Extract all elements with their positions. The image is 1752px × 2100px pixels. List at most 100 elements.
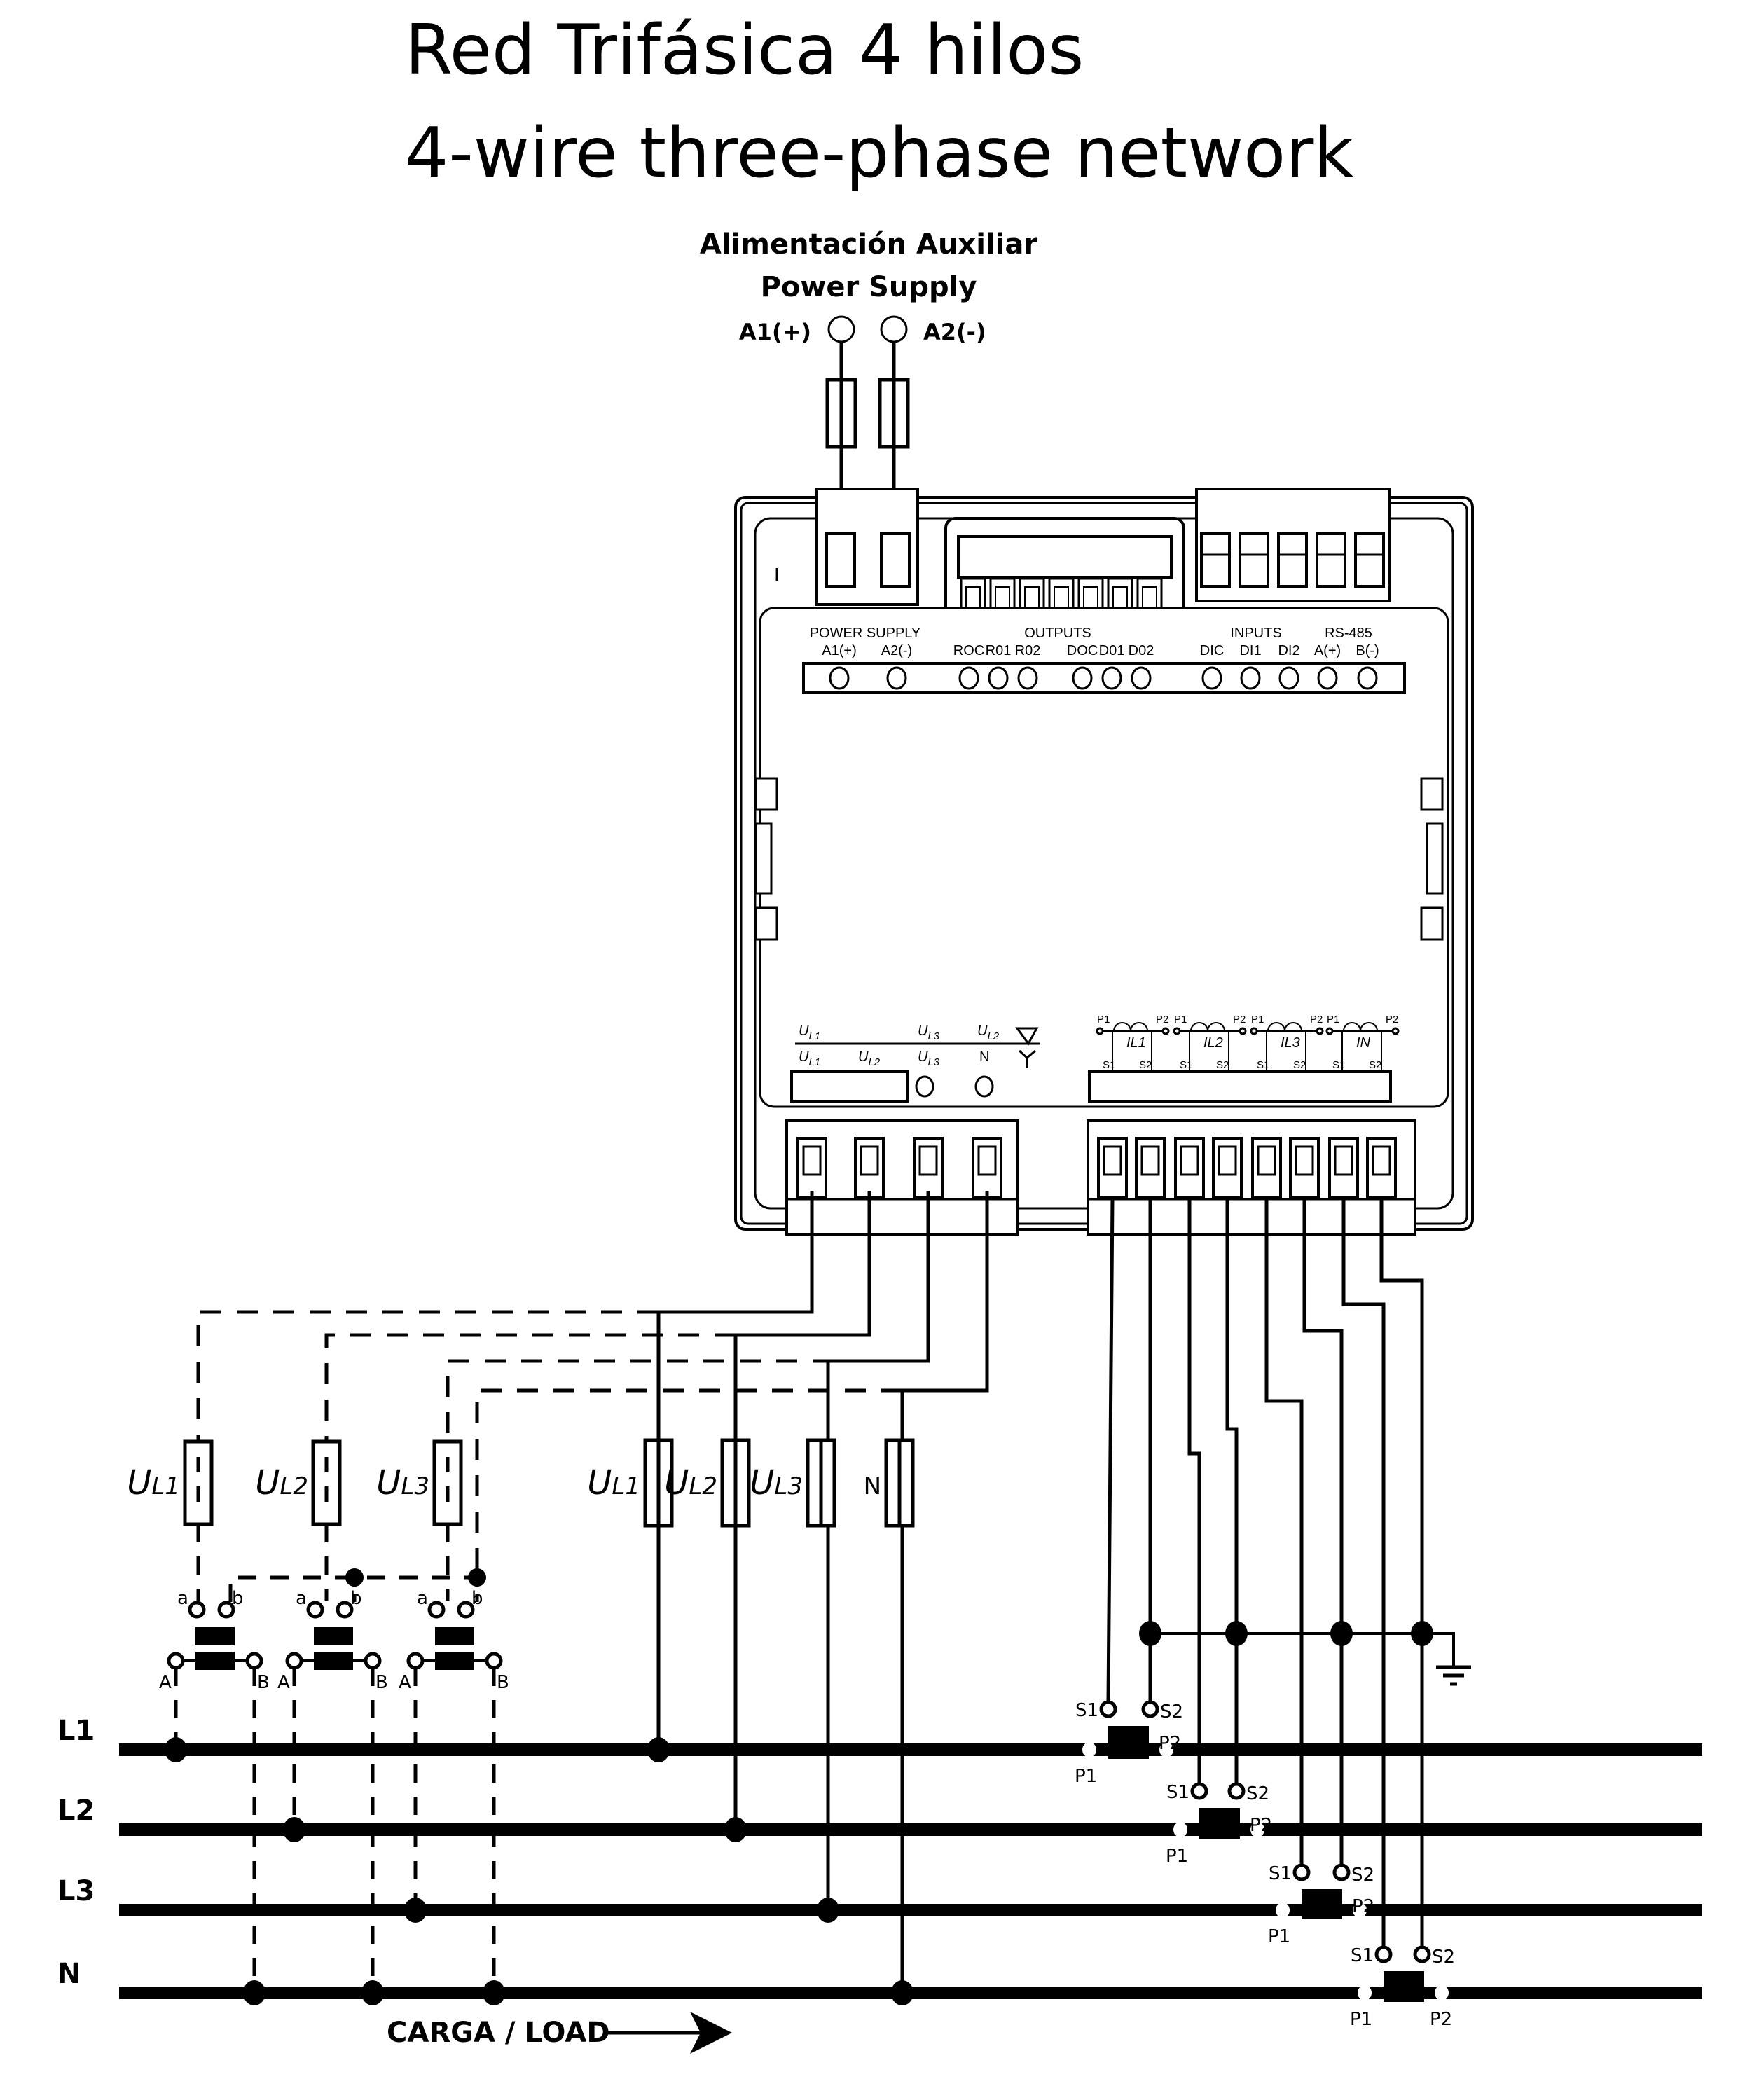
vt-label-pri-b: B	[375, 1672, 388, 1693]
top-terminal-screw	[1072, 666, 1093, 690]
star-label-main: U	[918, 1049, 928, 1065]
top-terminal-screw	[988, 666, 1009, 690]
ct-p2-terminal	[1353, 1902, 1367, 1918]
ct-p2-label: P2	[1156, 1014, 1168, 1025]
ct-channel-label: IL1	[1126, 1035, 1146, 1051]
ct-p2-label: P2	[1386, 1014, 1398, 1025]
voltage-transformers: UL1abABUL2abABUL3abAB	[127, 1439, 509, 1993]
top-terminal-label: D02	[1129, 643, 1154, 658]
top-group-label: INPUTS	[1230, 626, 1281, 641]
ct-coil-icon	[1190, 1022, 1225, 1032]
ct-core-bottom	[1302, 1901, 1342, 1919]
ct-s1-label: S1	[1075, 1700, 1098, 1721]
vt-terminal-pri-a	[285, 1652, 303, 1670]
ct-s2-terminal	[1332, 1863, 1351, 1881]
ct-p2-terminal	[1435, 1985, 1449, 2001]
vt-terminal-pri-b	[245, 1652, 263, 1670]
top-terminal-screw	[1240, 666, 1261, 690]
fuse-direct-label: N	[864, 1472, 881, 1500]
top-terminal-screw	[1201, 666, 1222, 690]
ct-p2-terminal	[1239, 1027, 1247, 1035]
current-wiring	[1106, 1197, 1471, 1946]
ground-junction-dot	[1225, 1621, 1248, 1646]
voltage-terminal-strip	[790, 1070, 909, 1103]
top-terminal-label: A1(+)	[822, 643, 856, 658]
ct-s1-terminal	[1190, 1782, 1208, 1800]
star-label-main: U	[858, 1049, 869, 1065]
current-pin-inner	[1103, 1145, 1122, 1176]
ct-p1-terminal	[1173, 1027, 1181, 1035]
ct-p2-label: P2	[1352, 1896, 1374, 1917]
ct-s1-terminal	[1374, 1945, 1393, 1963]
terminal-a2-icon	[880, 315, 908, 343]
device-side-mark: I	[774, 565, 780, 586]
ct-s2-label: S2	[1216, 1059, 1229, 1071]
top-terminal-screw	[1017, 666, 1038, 690]
ct-p2-label: P2	[1310, 1014, 1323, 1025]
top-terminal-screw	[1317, 666, 1338, 690]
fuse-vt-label: UL3	[376, 1463, 429, 1503]
top-group-label: RS-485	[1325, 626, 1372, 641]
bus-junction-dot	[283, 1817, 305, 1842]
title-line-1: Red Trifásica 4 hilos	[405, 11, 1084, 90]
ct-channel-label: IL3	[1281, 1035, 1300, 1051]
ct-p1-label: P1	[1166, 1846, 1188, 1867]
junction-dot	[468, 1568, 486, 1587]
input-pin	[1354, 532, 1385, 588]
ct-p1-label: P1	[1268, 1926, 1290, 1947]
title-line-2: 4-wire three-phase network	[405, 113, 1353, 193]
input-pin	[1239, 532, 1269, 588]
fuse-direct-label-main: U	[664, 1463, 689, 1503]
delta-label: UL2	[977, 1023, 1000, 1042]
bus-junction-dot	[243, 1980, 265, 2005]
top-terminal-label: DI2	[1278, 643, 1299, 658]
ct-coil-icon	[1113, 1022, 1148, 1032]
ct-coil-icon	[1343, 1022, 1378, 1032]
ct-p1-label: P1	[1097, 1014, 1110, 1025]
star-label-sub: L3	[927, 1056, 939, 1068]
vt-label-pri-a: A	[159, 1672, 172, 1693]
vt-label-a: a	[417, 1588, 428, 1609]
ct-core-bottom	[1199, 1821, 1240, 1839]
top-terminal-label: ROC	[953, 643, 984, 658]
vt-terminal-a	[188, 1601, 206, 1619]
fuse-vt-label-main: U	[376, 1463, 401, 1503]
ct-p2-label: P2	[1159, 1733, 1181, 1754]
power-supply-label-en: Power Supply	[761, 271, 977, 303]
bus-junction-dot	[165, 1737, 187, 1762]
bus-junction-dot	[817, 1898, 839, 1923]
ct-p1-label: P1	[1174, 1014, 1187, 1025]
ct-s1-label: S1	[1351, 1945, 1374, 1966]
vt-label-pri-a: A	[399, 1672, 411, 1693]
ct-s1-label: S1	[1257, 1059, 1269, 1071]
fuse-direct-label: UL1	[587, 1463, 640, 1503]
voltage-wiring	[196, 1191, 989, 1993]
top-terminal-screw	[829, 666, 850, 690]
ct-p2-terminal	[1391, 1027, 1400, 1035]
ct-s1-terminal	[1292, 1863, 1311, 1881]
ct-secondary-wire	[1264, 1198, 1304, 1864]
current-pin-inner	[1218, 1145, 1237, 1176]
ct-p2-terminal	[1159, 1742, 1173, 1757]
ct-p2-terminal	[1161, 1027, 1170, 1035]
ct-p2-label: P2	[1430, 2009, 1452, 2030]
ct-s2-label: S2	[1351, 1865, 1374, 1886]
fuse-vt-label-sub: L1	[151, 1472, 180, 1500]
fuse-direct-label-main: U	[750, 1463, 774, 1503]
vt-terminal-b	[457, 1601, 475, 1619]
ground-junction-dot	[1139, 1621, 1161, 1646]
terminal-a1-label: A1(+)	[739, 319, 811, 345]
delta-label-sub: L1	[808, 1030, 820, 1042]
ct-s2-label: S2	[1139, 1059, 1152, 1071]
ct-s2-label: S2	[1369, 1059, 1381, 1071]
vt-core-top	[195, 1627, 235, 1645]
top-terminal-label: D01	[1099, 643, 1125, 658]
bus-label: N	[57, 1958, 81, 1990]
ct-p1-terminal	[1082, 1742, 1096, 1757]
current-pin-inner	[1295, 1145, 1314, 1176]
top-terminal-screw	[1131, 666, 1152, 690]
delta-label-sub: L3	[927, 1030, 939, 1042]
